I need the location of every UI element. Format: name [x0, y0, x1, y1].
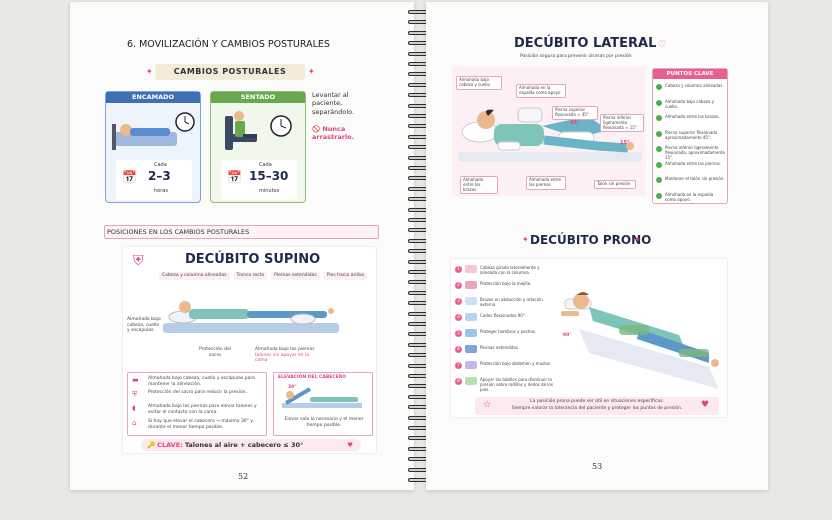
position-icon	[465, 297, 477, 305]
clave-bar: 🔑 CLAVE: Talones al aire + cabecero ≤ 30…	[141, 439, 361, 451]
lateral-panel: Almohada bajo cabeza y cuello Almohada e…	[452, 66, 646, 196]
encamado-label: ENCAMADO	[106, 92, 200, 103]
check-icon	[656, 115, 662, 121]
check-icon	[656, 161, 662, 168]
prono-title: DECÚBITO PRONO	[530, 233, 652, 247]
section-title: 6. MOVILIZACIÓN Y CAMBIOS POSTURALES	[127, 39, 330, 50]
chip-brazos: Almohada entre los brazos	[460, 176, 498, 195]
sparkle-icon: ✦	[634, 235, 641, 244]
label-almohada-piernas: Almohada bajo las piernas talones sin ap…	[255, 347, 315, 364]
lateral-subtitle: Posición segura para prevenir úlceras po…	[520, 54, 632, 59]
number-badge: 5	[455, 330, 462, 337]
no-icon: 🚫	[312, 125, 323, 133]
check-icon	[656, 177, 662, 183]
chip-pierna-inferior: Pierna inferior ligeramente flexionada ≈…	[600, 114, 644, 133]
position-icon	[465, 377, 477, 385]
encamado-card: ENCAMADO 📅 Cada 2–3 horas	[105, 91, 201, 203]
page-53: DECÚBITO LATERAL ♡ Posición segura para …	[426, 2, 768, 490]
shield-icon: ⛨	[133, 253, 144, 269]
heart-icon: ♥	[347, 441, 353, 449]
encamado-interval: 📅 Cada 2–3 horas	[116, 160, 192, 200]
chip-piernas: Almohada entre las piernas	[526, 176, 566, 190]
label-almohada-cabeza: Almohada bajo cabeza, cuello y escápulas	[127, 317, 161, 334]
lateral-title: DECÚBITO LATERAL	[514, 36, 657, 51]
lateral-illustration	[458, 107, 642, 162]
supino-title: DECÚBITO SUPINO	[185, 252, 321, 267]
puntos-title: PUNTOS CLAVE	[653, 69, 727, 79]
number-badge: 6	[455, 346, 462, 353]
number-badge: 2	[455, 282, 462, 289]
number-badge: 8	[455, 378, 462, 385]
elevacion-box: ELEVACIÓN DEL CABECERO 30° Elevar solo l…	[273, 372, 373, 436]
key-icon: 🔑	[147, 441, 158, 449]
number-badge: 3	[455, 298, 462, 305]
chip-almohada-cabeza: Almohada bajo cabeza y cuello	[456, 76, 502, 90]
chip-almohada-espalda: Almohada en la espalda como apoyo	[516, 84, 566, 98]
bed-illustration	[112, 112, 195, 150]
sentado-card: SENTADO 📅 Cada 15–30 minutos	[210, 91, 306, 203]
position-icon	[465, 265, 477, 273]
angle-45: 45°	[570, 120, 580, 126]
bed-icon: ⌂	[132, 419, 137, 427]
check-icon	[656, 130, 662, 137]
check-icon	[656, 84, 662, 90]
supino-list: Almohada bajo cabeza, cuello y escápulas…	[127, 372, 267, 436]
puntos-clave-box: PUNTOS CLAVE Cabeza y columna alineadas.…	[652, 68, 728, 204]
sentado-label: SENTADO	[211, 92, 305, 103]
angle-15: 15°	[620, 140, 630, 146]
supino-illustration	[163, 301, 339, 333]
sparkle-icon: ✦	[522, 235, 529, 244]
elevation-illustration	[282, 387, 362, 408]
chip-pierna-superior: Pierna superior flexionada ≈ 45°	[552, 106, 598, 120]
supino-card: ⛨ DECÚBITO SUPINO Cabeza y columna aline…	[122, 246, 377, 454]
position-icon	[465, 345, 477, 353]
page-52: 6. MOVILIZACIÓN Y CAMBIOS POSTURALES CAM…	[70, 2, 414, 490]
check-icon	[656, 146, 662, 152]
position-icon	[465, 281, 477, 289]
position-icon	[465, 361, 477, 369]
sentado-interval: 📅 Cada 15–30 minutos	[221, 160, 297, 200]
heel-icon: ◖	[132, 404, 136, 412]
number-badge: 4	[455, 314, 462, 321]
sparkle-icon: ✦	[146, 67, 153, 76]
supino-tags: Cabeza y columna alineadas Tronco recto …	[159, 272, 367, 280]
prono-illustration	[561, 292, 719, 389]
position-icon	[465, 329, 477, 337]
number-badge: 1	[455, 266, 462, 273]
cambios-posturales-banner: CAMBIOS POSTURALES	[155, 64, 305, 80]
note-levantar: Levantar al paciente, separándolo.	[312, 91, 355, 116]
prono-footer: ☆ La posición prona puede ser útil en si…	[475, 397, 719, 415]
star-icon: ☆	[483, 400, 492, 410]
note-warning: 🚫 Nunca arrastrarlo.	[312, 125, 355, 142]
chair-illustration	[225, 111, 292, 150]
chip-talon: Talón sin presión	[594, 180, 636, 189]
spiral-binding	[404, 2, 436, 490]
calendar-icon: 📅	[122, 170, 137, 184]
heart-icon: ♥	[701, 400, 710, 410]
page-number: 53	[592, 462, 603, 471]
pillow-icon: ▬	[132, 376, 139, 384]
sparkle-icon: ✦	[308, 67, 315, 76]
check-icon	[656, 99, 662, 106]
heart-icon: ♡	[658, 40, 667, 50]
number-badge: 7	[455, 362, 462, 369]
prono-angle: 90°	[563, 333, 572, 338]
check-icon	[656, 192, 662, 199]
label-proteccion-sacro: Protección del sacro	[199, 347, 231, 358]
calendar-icon: 📅	[227, 170, 242, 184]
position-icon	[465, 313, 477, 321]
shield-icon: ⛨	[132, 390, 138, 398]
page-number: 52	[238, 472, 249, 481]
posiciones-title: POSICIONES EN LOS CAMBIOS POSTURALES	[104, 225, 379, 239]
